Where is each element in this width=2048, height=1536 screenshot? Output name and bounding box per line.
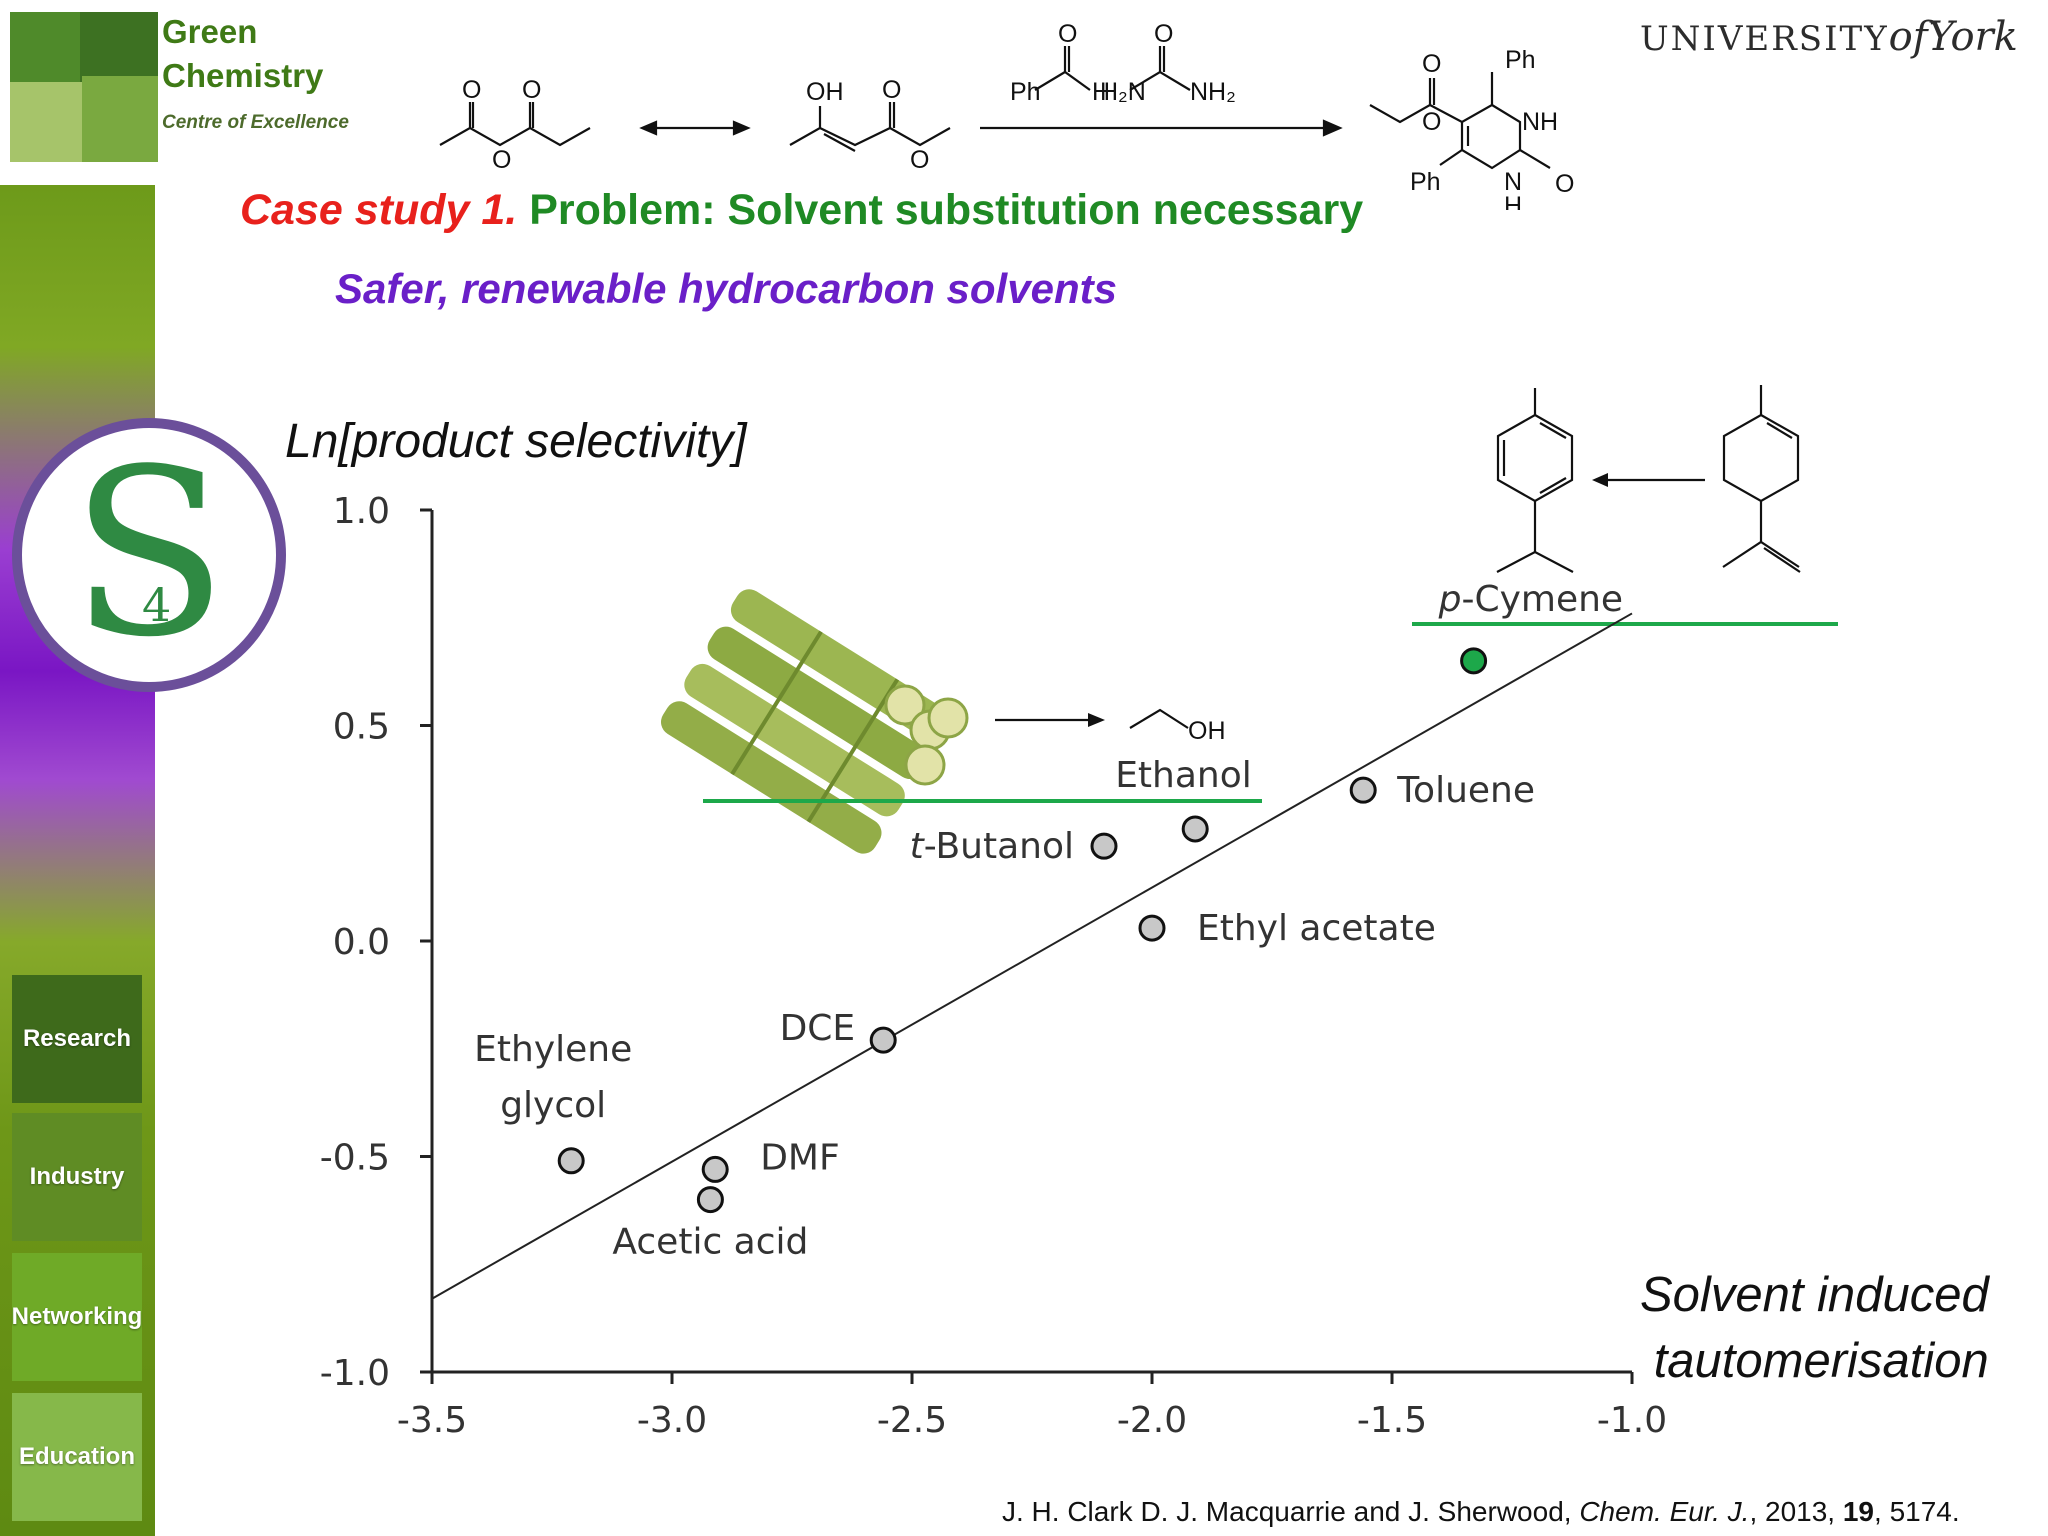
limonene-structure [1722,385,1801,573]
university-word: UNIVERSITY [1640,19,1889,59]
slide-title: Case study 1. Problem: Solvent substitut… [240,186,1363,235]
sugarcane-image [660,589,969,854]
university-york: York [1927,14,2018,60]
x-tick-label: -1.5 [1357,1400,1427,1441]
data-point [1181,815,1209,843]
ethanol-structure [995,708,1189,729]
cymene-structure [1496,388,1574,573]
chem-label: N [1504,168,1522,196]
chem-label: O [1058,20,1077,48]
y-tick-label: -0.5 [320,1138,390,1179]
sidebar-item-label: Education [18,1443,135,1470]
logo-wordmark: Green Chemistry [162,14,323,94]
chem-label: H [1504,192,1522,210]
sidebar-item-education[interactable]: Education [12,1393,142,1521]
sidebar-item-label: Research [22,1025,132,1052]
point-label: p-Cymene [1438,579,1623,620]
x-tick-label: -3.0 [637,1400,707,1441]
y-tick-label: 0.0 [333,922,390,963]
data-point [696,1186,724,1214]
slide-subtitle: Safer, renewable hydrocarbon solvents [335,265,1117,312]
point-label: Toluene [1396,770,1535,811]
x-tick-label: -2.5 [877,1400,947,1441]
citation-volume: 19 [1842,1496,1875,1527]
x-axis-label-line2: tautomerisation [1653,1334,1989,1388]
chem-label: O [882,76,901,104]
chem-label: NH₂ [1190,78,1236,106]
chart-axes: -3.5 -3.0 -2.5 -2.0 -1.5 -1.0 1.0 0.5 0.0 -0.5 -1.… [320,491,1667,1441]
citation-pages: , 5174. [1874,1496,1960,1527]
point-label: Ethyl acetate [1197,908,1436,949]
x-axis-label-line1: Solvent induced [1640,1268,1989,1322]
chem-label: Ph [1410,168,1441,196]
chem-label: O [1154,20,1173,48]
chem-label: O [1422,50,1441,78]
chem-label: Ph [1505,46,1536,74]
x-tick-label: -2.0 [1117,1400,1187,1441]
arrow-icon [1088,713,1105,727]
university-of: of [1888,14,1928,60]
chem-label: O [910,146,929,174]
citation-year: , 2013, [1749,1496,1843,1527]
s4-letter: S [70,421,228,688]
sidebar-item-label: Networking [11,1303,143,1330]
logo-line-green: Green [162,13,258,50]
green-chemistry-logo [10,12,160,162]
data-point [557,1147,585,1175]
sidebar-item-industry[interactable]: Industry [12,1113,142,1241]
x-axis-label: Solvent induced tautomerisation [1640,1262,1989,1394]
citation-authors: J. H. Clark D. J. Macquarrie and J. Sher… [1002,1496,1580,1527]
data-point [701,1155,729,1183]
chem-label: H₂N [1100,78,1146,106]
chem-label: O [1555,170,1574,198]
logo-tagline: Centre of Excellence [162,112,349,133]
data-point [1090,832,1118,860]
x-tick-label: -3.5 [397,1400,467,1441]
sidebar-item-label: Industry [29,1163,125,1190]
university-logo: UNIVERSITYofYork [1640,14,2018,60]
s4-badge: S 4 [12,418,286,692]
ethanol-oh-label: OH [1188,717,1226,745]
chem-label: O [492,146,511,174]
sidebar-item-research[interactable]: Research [12,975,142,1103]
chem-label: NH [1522,108,1558,136]
point-label: Ethanol [1115,755,1252,796]
point-label: DCE [780,1008,856,1049]
data-point [869,1026,897,1054]
chem-label: Ph [1010,78,1041,106]
point-label: DMF [760,1137,840,1178]
data-point [1138,914,1166,942]
citation: J. H. Clark D. J. Macquarrie and J. Sher… [1002,1496,1960,1528]
point-label: Acetic acid [612,1222,808,1263]
y-tick-label: -1.0 [320,1353,390,1394]
trendline [431,612,1633,1300]
y-axis-label: Ln[product selectivity] [285,415,747,468]
y-tick-label: 1.0 [333,491,390,532]
s4-number: 4 [142,578,172,632]
title-case-study: Case study 1. [240,186,518,234]
point-label: t-Butanol [910,826,1074,867]
data-point [1460,647,1488,675]
sidebar-item-networking[interactable]: Networking [12,1253,142,1381]
data-point [1349,776,1377,804]
chem-label: O [522,76,541,104]
chem-label: OH [806,78,844,106]
trendline-group [431,612,1633,1300]
x-tick-label: -1.0 [1597,1400,1667,1441]
title-problem: Problem: Solvent substitution necessary [529,186,1364,234]
arrow-icon [1592,473,1608,487]
y-tick-label: 0.5 [333,707,390,748]
chem-label: O [462,76,481,104]
citation-journal: Chem. Eur. J. [1579,1496,1750,1527]
logo-line-chemistry: Chemistry [162,57,324,94]
chem-label: O [1422,108,1441,136]
chem-label: H [1092,78,1110,106]
reaction-scheme: O O O O OH O O Ph H O H₂N NH₂ O Ph O NH … [439,20,1574,210]
